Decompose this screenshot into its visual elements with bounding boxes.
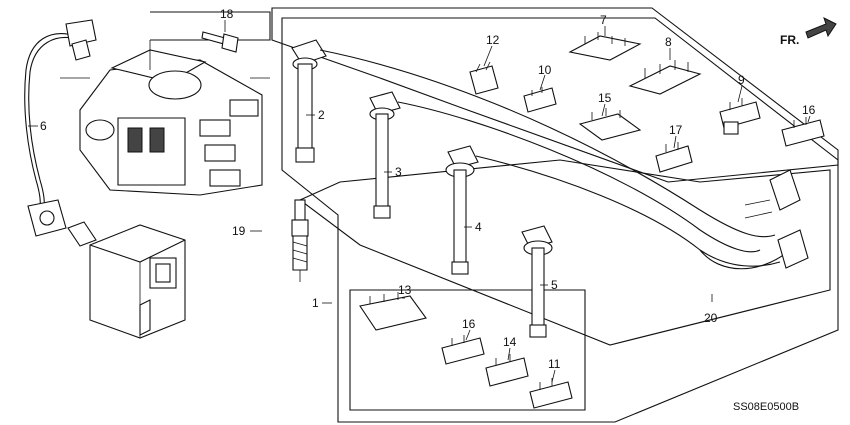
callout-12: 12 (486, 33, 500, 47)
callout-17: 17 (669, 123, 683, 137)
callout-9: 9 (738, 73, 745, 87)
coil-wire-6[interactable] (24, 19, 97, 237)
callout-18: 18 (220, 7, 234, 21)
callout-16-lower: 16 (462, 317, 476, 331)
assembly-frames (150, 7, 839, 423)
callout-10: 10 (538, 63, 552, 77)
clamp-17[interactable] (655, 142, 693, 173)
callout-1: 1 (312, 296, 319, 310)
direction-label: FR. (780, 33, 799, 47)
wire-harness-20[interactable] (699, 169, 809, 270)
callout-20: 20 (704, 311, 718, 325)
callout-2: 2 (318, 108, 325, 122)
callout-6: 6 (40, 119, 47, 133)
callout-5: 5 (551, 278, 558, 292)
ignition-wire-5[interactable] (521, 225, 553, 338)
clamp-14[interactable] (485, 354, 529, 387)
clamp-15[interactable] (578, 108, 642, 141)
callout-15: 15 (598, 91, 612, 105)
spark-plug-19[interactable] (291, 199, 309, 282)
clamp-16-upper[interactable] (781, 117, 825, 147)
clamp-16-lower[interactable] (441, 335, 485, 365)
callout-11: 11 (548, 357, 561, 371)
diagram-code: SS08E0500B (733, 401, 799, 413)
bolt-18[interactable] (201, 31, 239, 53)
distributor[interactable] (60, 40, 270, 196)
callout-4: 4 (475, 220, 482, 234)
callout-16-upper: 16 (802, 103, 816, 117)
callout-7: 7 (600, 13, 607, 27)
front-direction-arrow: FR. (780, 17, 837, 47)
ignition-coil[interactable] (67, 221, 186, 339)
ignition-wire-2[interactable] (291, 39, 776, 238)
clamp-8[interactable] (628, 60, 702, 95)
clamp-9[interactable] (719, 98, 761, 135)
callout-14: 14 (503, 335, 517, 349)
clamp-10[interactable] (523, 87, 557, 113)
clamp-12[interactable] (469, 61, 499, 95)
clamp-13[interactable] (359, 292, 427, 331)
callout-8: 8 (665, 35, 672, 49)
callout-labels: 18 6 2 3 4 5 19 1 20 7 8 12 10 9 15 17 1… (40, 7, 816, 371)
ignition-wire-3[interactable] (369, 91, 761, 253)
callout-19: 19 (232, 224, 246, 238)
callout-3: 3 (395, 165, 402, 179)
leader-lines (28, 20, 811, 383)
clamp-11[interactable] (529, 378, 573, 409)
ignition-wire-4[interactable] (445, 145, 781, 275)
callout-13: 13 (398, 283, 412, 297)
clamp-7[interactable] (568, 32, 642, 61)
